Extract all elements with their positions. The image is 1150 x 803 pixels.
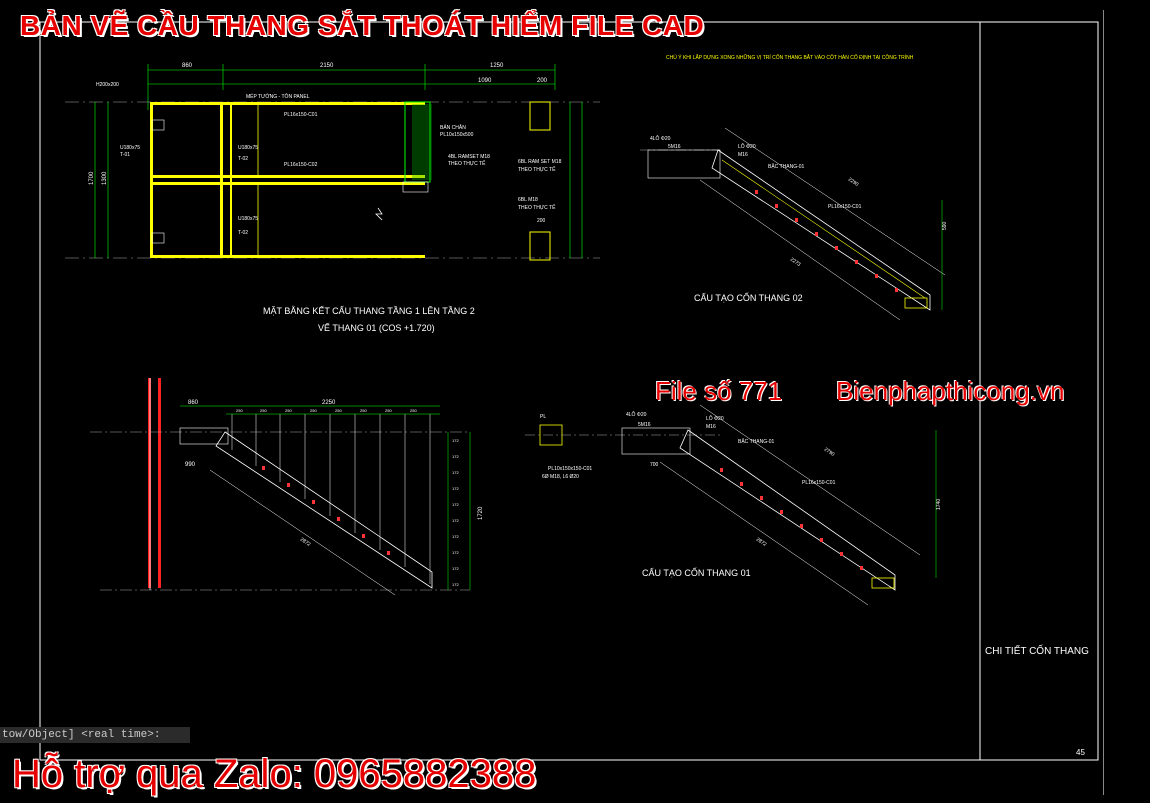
elev-diag: 2872	[299, 537, 312, 548]
rise-dim-4: 172	[452, 486, 459, 491]
rise-dim-2: 172	[452, 454, 459, 459]
stringer-01-detail: PL PL10x150x150-C01 6Ø M18, L6 Ø20 4LỖ Φ…	[525, 404, 942, 606]
s2-height: 590	[942, 221, 948, 230]
s2-hole1: 4LỖ Φ20	[650, 135, 671, 142]
support-contact: Hỗ trợ qua Zalo: 0965882388	[12, 752, 537, 796]
step-dim-4: 250	[310, 408, 317, 413]
s1-height: 1740	[936, 499, 942, 510]
plan-label-plate2: PL16x150-C02	[284, 162, 318, 168]
rise-dim-6: 172	[452, 518, 459, 523]
s1-hole1: 4LỖ Φ20	[626, 411, 647, 418]
plan-label-bolt3: 6BL M18	[518, 197, 538, 203]
s1-bolt: 5M16	[638, 422, 651, 428]
plan-label-beam2b: T-02	[238, 156, 248, 162]
s1-len2: 2872	[755, 537, 768, 548]
step-dim-3: 250	[285, 408, 292, 413]
plan-label-bolt2: 6BL RAM SET M18	[518, 159, 562, 165]
plan-label-bolt1b: THEO THỰC TẾ	[448, 160, 486, 167]
s2-hole2: LỖ Φ20	[738, 143, 756, 150]
rise-dim-8: 172	[452, 550, 459, 555]
s1-step: BẬC THANG-01	[738, 438, 775, 445]
plan-dim-1700: 1700	[89, 171, 95, 185]
plan-label-beam3: U180x75	[238, 216, 258, 222]
rise-dim-10: 172	[452, 582, 459, 587]
plan-label-baseplate2: PL10x150x500	[440, 132, 474, 138]
command-line[interactable]: tow/Object] <real time>:	[0, 727, 190, 743]
s1-len1: 2790	[823, 447, 836, 458]
rise-dim-1: 172	[452, 438, 459, 443]
plan-label-plate1: PL16x150-C01	[284, 112, 318, 118]
plan-label-200: 200	[537, 218, 546, 224]
s1-left-label: PL	[540, 414, 546, 420]
plan-caption-line2: VẾ THANG 01 (COS +1.720)	[318, 323, 435, 333]
elev-dim-2250: 2250	[322, 400, 336, 406]
s1-left-plate: PL10x150x150-C01	[548, 466, 592, 472]
plan-label-beam3b: T-02	[238, 230, 248, 236]
elev-dim-990: 990	[185, 462, 196, 468]
stringer-02-detail: 4LỖ Φ20 5M16 LỖ Φ20 M16 BẬC THANG-01 PL1…	[640, 127, 948, 321]
s2-len1: 2290	[847, 177, 860, 188]
banner-title: BẢN VẼ CẦU THANG SẮT THOÁT HIỂM FILE CAD	[20, 10, 705, 41]
s1-dim-700: 700	[650, 462, 659, 468]
installation-note: CHÚ Ý KHI LẮP DỰNG XONG NHỮNG VỊ TRÍ CỐN…	[666, 53, 914, 61]
s2-bolt: 5M16	[668, 144, 681, 150]
s1-plate: PL16x150-C01	[802, 480, 836, 486]
elev-total-rise: 1720	[478, 506, 484, 520]
s1-left-bolt: 6Ø M18, L6 Ø20	[542, 474, 579, 480]
sheet-title: CHI TIẾT CỐN THANG	[985, 643, 1089, 657]
plan-dim-1300: 1300	[102, 171, 108, 185]
plan-label-bolt3b: THEO THỰC TẾ	[518, 204, 556, 211]
plan-caption-line1: MẶT BẰNG KẾT CẤU THANG TẦNG 1 LÊN TẦNG 2	[263, 306, 475, 316]
step-dim-1: 250	[236, 408, 243, 413]
stair-elevation: 860 2250 990 1720 2872 250 250 250 250 2…	[90, 378, 484, 596]
plan-dim-860: 860	[182, 63, 193, 69]
s1-hole2: LỖ Φ20	[706, 415, 724, 422]
file-number-label: File số 771	[655, 376, 783, 406]
s2-len2: 2273	[789, 257, 802, 268]
plan-view: 860 2150 1250 1090 200	[65, 63, 600, 333]
s2-step: BẬC THANG-01	[768, 163, 805, 170]
plan-dim-1250: 1250	[490, 63, 504, 69]
plan-label-beam1: U180x75	[120, 145, 140, 151]
rise-dim-3: 172	[452, 470, 459, 475]
rise-dim-9: 172	[452, 566, 459, 571]
plan-dim-2150: 2150	[320, 63, 334, 69]
outer-border	[1103, 10, 1104, 795]
plan-label-bolt1: 4BL RAMSET M18	[448, 154, 490, 160]
plan-label-beam1b: T-01	[120, 152, 130, 158]
stringer-02-caption: CẤU TẠO CỐN THANG 02	[694, 292, 803, 303]
plan-label-beam2: U180x75	[238, 145, 258, 151]
plan-dim-1090: 1090	[478, 78, 492, 84]
step-dim-2: 250	[260, 408, 267, 413]
step-dim-5: 250	[335, 408, 342, 413]
plan-label-h200: H200x200	[96, 82, 119, 88]
s2-bolt2: M16	[738, 152, 748, 158]
elev-dim-860: 860	[188, 400, 199, 406]
s1-bolt2: M16	[706, 424, 716, 430]
step-dim-6: 250	[360, 408, 367, 413]
step-dim-7: 250	[385, 408, 392, 413]
step-dim-8: 250	[410, 408, 417, 413]
sheet-number: 45	[1076, 748, 1085, 757]
plan-label-edge: MÉP TƯỜNG - TÔN PANEL	[246, 93, 310, 100]
s2-plate: PL16x150-C01	[828, 204, 862, 210]
plan-label-baseplate: BẢN CHÂN	[440, 124, 466, 131]
sheet-border	[39, 21, 1099, 761]
rise-dim-5: 172	[452, 502, 459, 507]
rise-dim-7: 172	[452, 534, 459, 539]
plan-dim-200: 200	[537, 78, 548, 84]
stringer-01-caption: CẤU TẠO CỐN THANG 01	[642, 567, 751, 578]
website-label: Bienphapthicong.vn	[836, 376, 1065, 406]
plan-label-bolt2b: THEO THỰC TẾ	[518, 166, 556, 173]
